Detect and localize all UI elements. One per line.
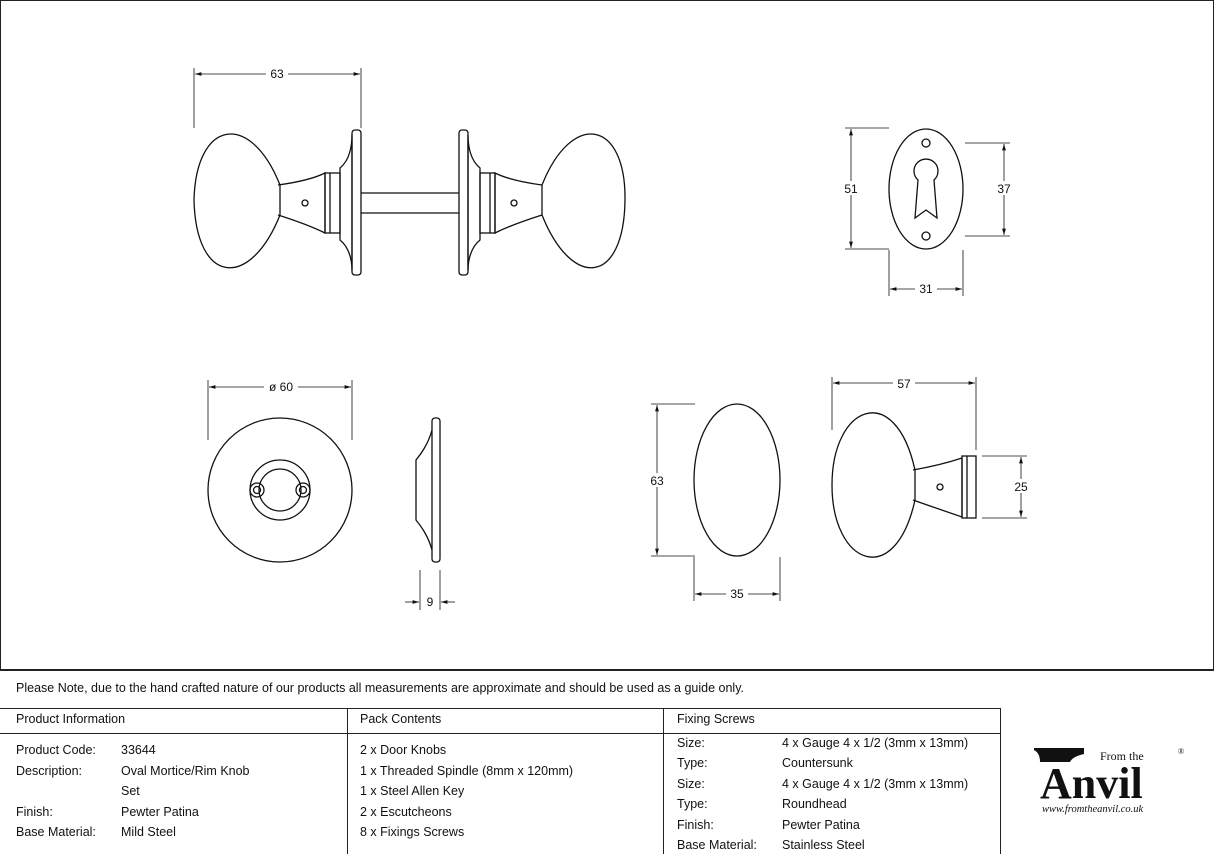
dim-rose-depth-label: 9 [427,595,434,609]
escutcheon-top-hole [921,138,931,148]
dim-escutcheon-width-label: 31 [919,282,933,296]
rose-front-view [207,417,353,563]
logo-brand: Anvil [1040,759,1143,808]
dim-knob-length-label: 57 [897,377,911,391]
dim-rose-depth [405,570,455,610]
product-information-title: Product Information [16,712,126,726]
product-code-label: Product Code: [16,743,96,757]
right-knob-collar [479,172,496,234]
left-grub-screw [301,199,309,207]
info-box: Please Note, due to the hand crafted nat… [0,670,1214,854]
rose-screw-hole-left [249,482,265,498]
knob-side-grub-screw [936,483,944,491]
screw-finish-value: Pewter Patina [782,818,860,832]
screw-size-label: Size: [677,777,705,791]
dim-rose-dia-label: ø 60 [269,380,293,394]
technical-drawing: 63 51 37 31 ø 60 [0,0,1214,670]
screw-size-label: Size: [677,736,705,750]
knob-set-side-view [193,129,626,276]
fixing-screws-panel: Fixing Screws Size: 4 x Gauge 4 x 1/2 (3… [663,708,1000,854]
product-information-panel: Product Information Product Code: 33644 … [0,708,347,854]
right-grub-screw [510,199,518,207]
screw-material-label: Base Material: [677,838,757,852]
base-material-label: Base Material: [16,825,96,839]
screw-type-label: Type: [677,756,708,770]
left-rose [339,134,353,271]
description-value: Oval Mortice/Rim Knob [121,764,250,778]
finish-label: Finish: [16,805,53,819]
right-rose-plate [458,129,469,276]
rose-side-view [415,417,441,563]
left-knob-collar [324,172,341,234]
dim-knob-width-label: 35 [730,587,744,601]
knob-front-view [693,403,781,557]
knob-front-outline [693,403,781,557]
knob-side-view [831,412,977,558]
fixing-screws-title: Fixing Screws [677,712,755,726]
description-value-cont: Set [121,784,140,798]
pack-item: 1 x Threaded Spindle (8mm x 120mm) [360,764,574,778]
dim-knob-side [831,377,1027,519]
dim-escutcheon [845,127,1010,296]
pack-item: 2 x Door Knobs [360,743,447,757]
knob-side-head [831,412,916,558]
rose-screw-hole-right [295,482,311,498]
screw-type-value: Roundhead [782,797,847,811]
drawing-border [0,0,1214,670]
escutcheon-bottom-hole [921,231,931,241]
dim-set-width-label: 63 [270,67,284,81]
screw-material-value: Stainless Steel [782,838,865,852]
rose-side-profile [415,429,433,551]
keyhole [913,158,939,220]
dim-knob-front [651,403,781,601]
dim-keyhole-height-label: 37 [997,182,1011,196]
left-rose-plate [351,129,362,276]
dim-escutcheon-height-label: 51 [844,182,858,196]
finish-value: Pewter Patina [121,805,199,819]
logo-registered: ® [1178,747,1184,756]
escutcheon-outline [888,128,964,250]
pack-item: 1 x Steel Allen Key [360,784,465,798]
pack-item: 8 x Fixings Screws [360,825,465,839]
right-rose [467,134,481,271]
right-knob-head [541,133,626,269]
anvil-icon [1034,748,1084,762]
knob-side-collar [961,455,977,519]
screw-size-value: 4 x Gauge 4 x 1/2 (3mm x 13mm) [782,777,969,791]
logo-from-the: From the [1100,749,1144,763]
base-material-value: Mild Steel [121,825,176,839]
dim-knob-height-label: 63 [650,474,664,488]
measurement-note: Please Note, due to the hand crafted nat… [16,681,745,695]
logo-url: www.fromtheanvil.co.uk [1042,804,1144,815]
rose-outline [207,417,353,563]
screw-type-value: Countersunk [782,756,853,770]
product-code-value: 33644 [121,743,156,757]
pack-contents-panel: Pack Contents 2 x Door Knobs 1 x Threade… [347,708,663,854]
escutcheon-front-view [888,128,964,250]
dim-neck-dia-label: 25 [1014,480,1028,494]
right-knob-neck [494,171,543,235]
rose-side-plate [431,417,441,563]
from-the-anvil-logo: From the Anvil ® www.fromtheanvil.co.uk [1000,708,1214,854]
description-label: Description: [16,764,82,778]
pack-item: 2 x Escutcheons [360,805,452,819]
screw-finish-label: Finish: [677,818,714,832]
screw-type-label: Type: [677,797,708,811]
rose-boss-inner [258,468,302,512]
left-knob-head [193,133,281,269]
screw-size-value: 4 x Gauge 4 x 1/2 (3mm x 13mm) [782,736,969,750]
pack-contents-title: Pack Contents [360,712,442,726]
